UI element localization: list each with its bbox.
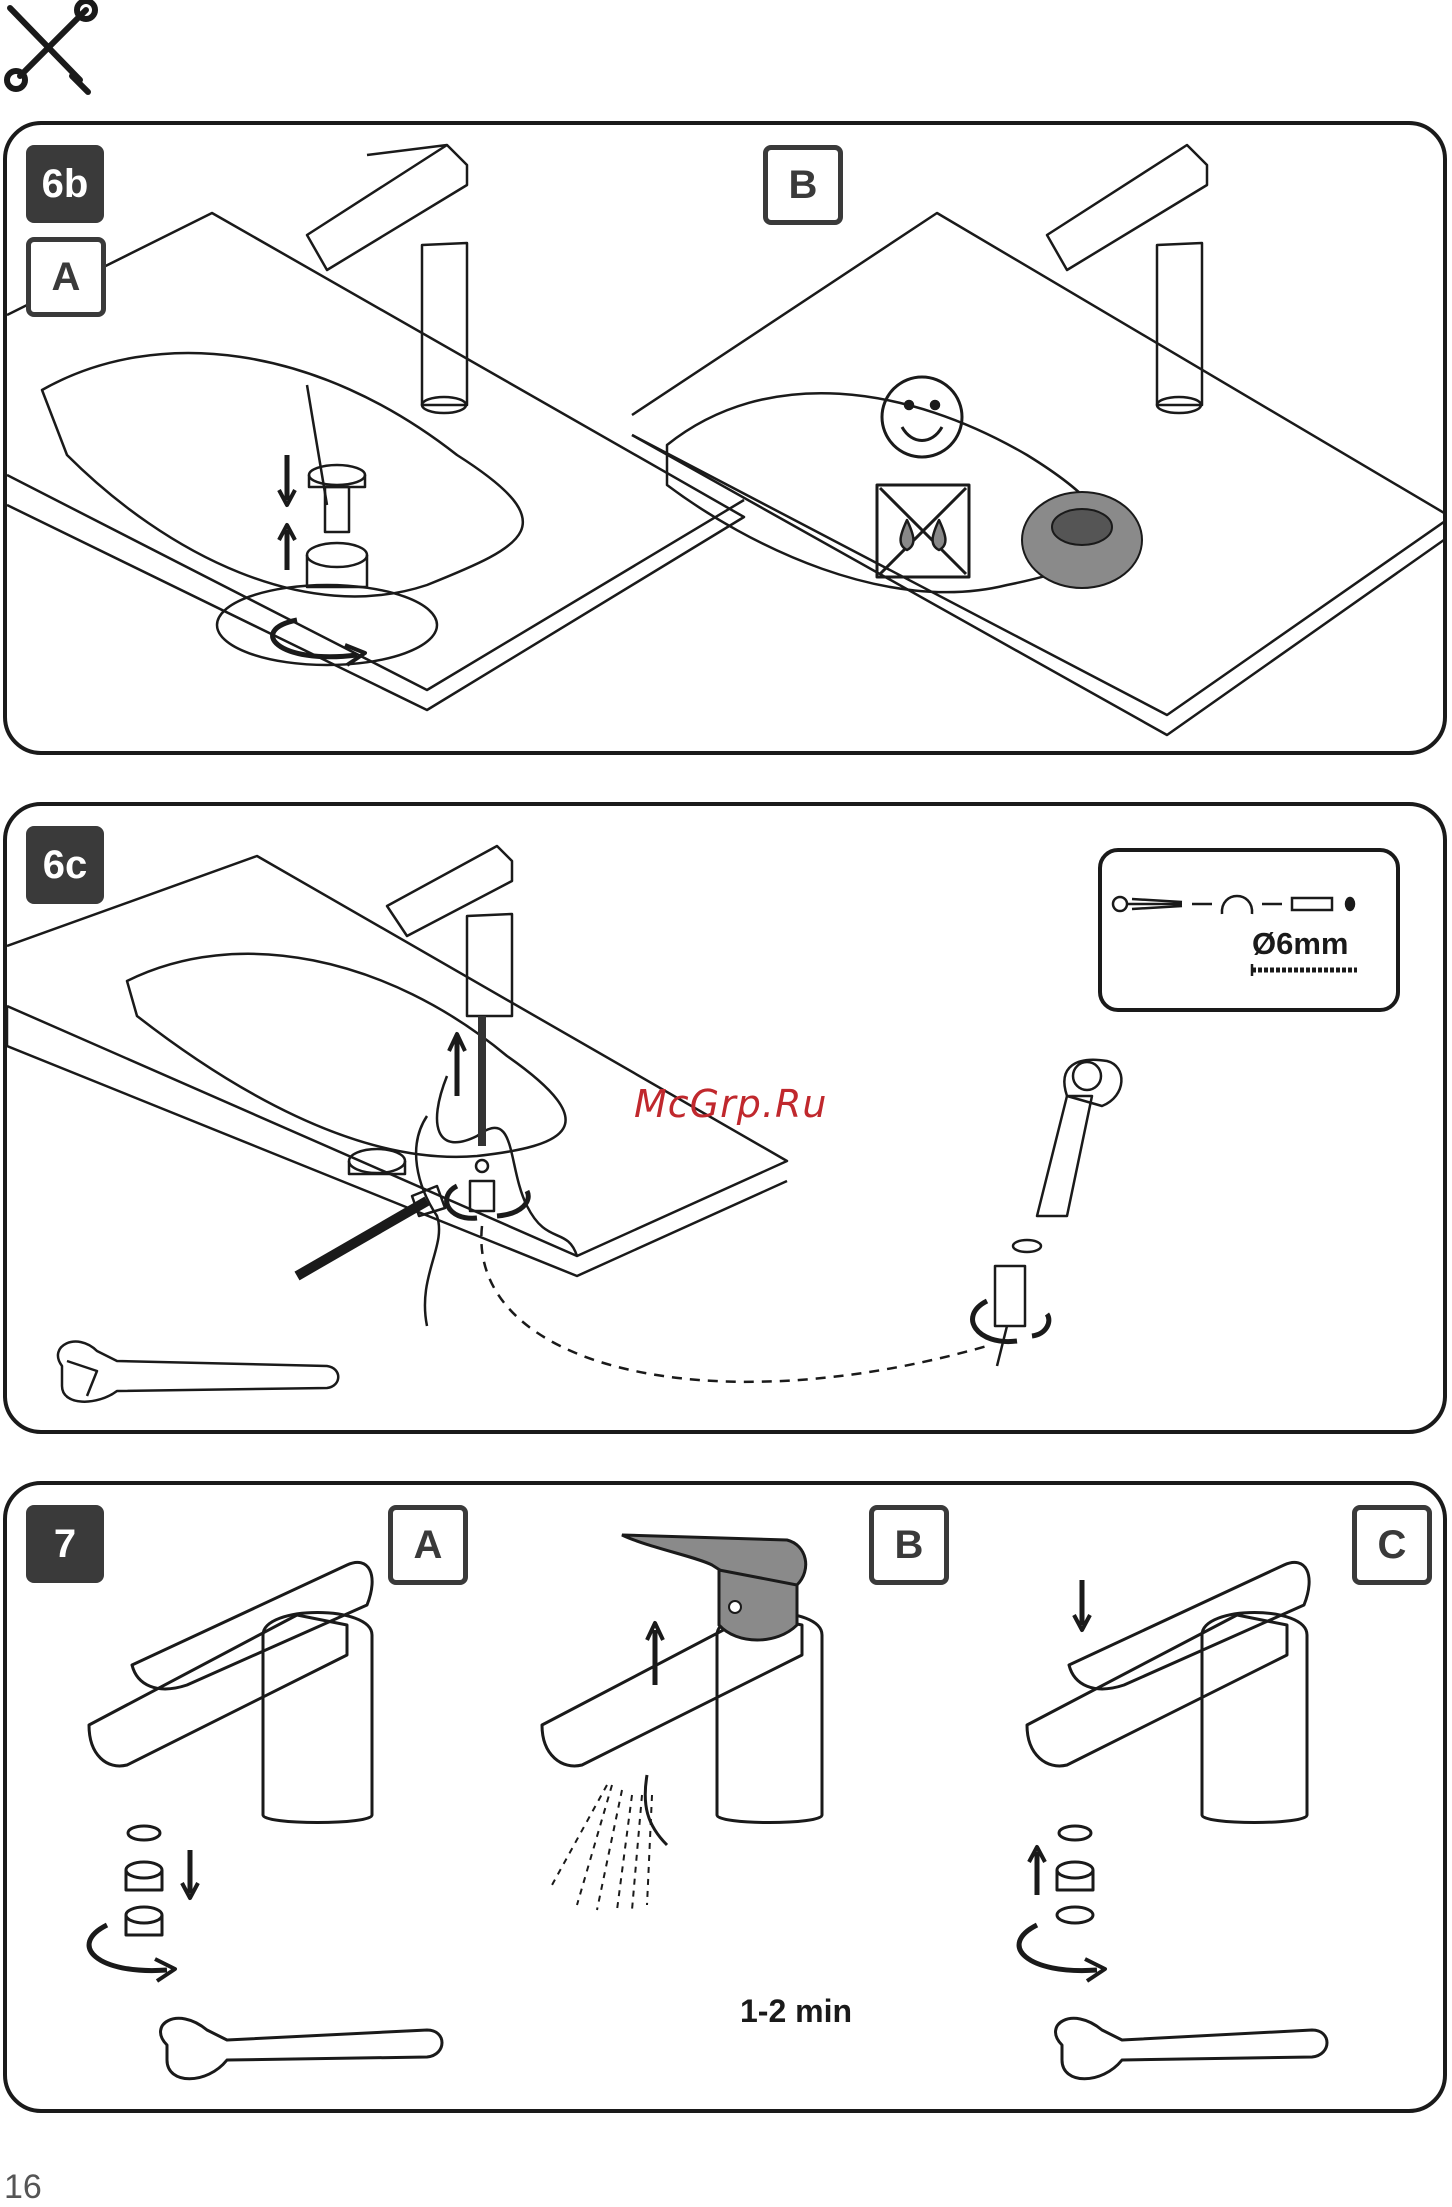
page-number: 16 <box>4 2168 42 2207</box>
option-label-a: A <box>388 1505 468 1585</box>
option-label-c: C <box>1352 1505 1432 1585</box>
option-label-a: A <box>26 237 106 317</box>
drill-size-label: Ø6mm <box>1252 926 1348 962</box>
tools-icon <box>0 0 98 96</box>
flush-time-label: 1-2 min <box>740 1993 852 2030</box>
option-label-b: B <box>763 145 843 225</box>
aerator-flush-illustration <box>7 1485 1447 2113</box>
step-7-panel: 7 A B C 1-2 min <box>3 1481 1447 2113</box>
step-badge: 7 <box>26 1505 104 1583</box>
basin-waste-illustration <box>7 125 1447 755</box>
step-badge: 6b <box>26 145 104 223</box>
step-6b-panel: 6b A B <box>3 121 1447 755</box>
wall-mount-parts-box: Ø6mm <box>1098 848 1400 1012</box>
step-badge: 6c <box>26 826 104 904</box>
watermark: McGrp.Ru <box>634 1082 827 1126</box>
option-label-b: B <box>869 1505 949 1585</box>
screw-anchor-drill-icon <box>1102 852 1398 1012</box>
step-6c-panel: 6c McGrp.Ru Ø6mm <box>3 802 1447 1434</box>
